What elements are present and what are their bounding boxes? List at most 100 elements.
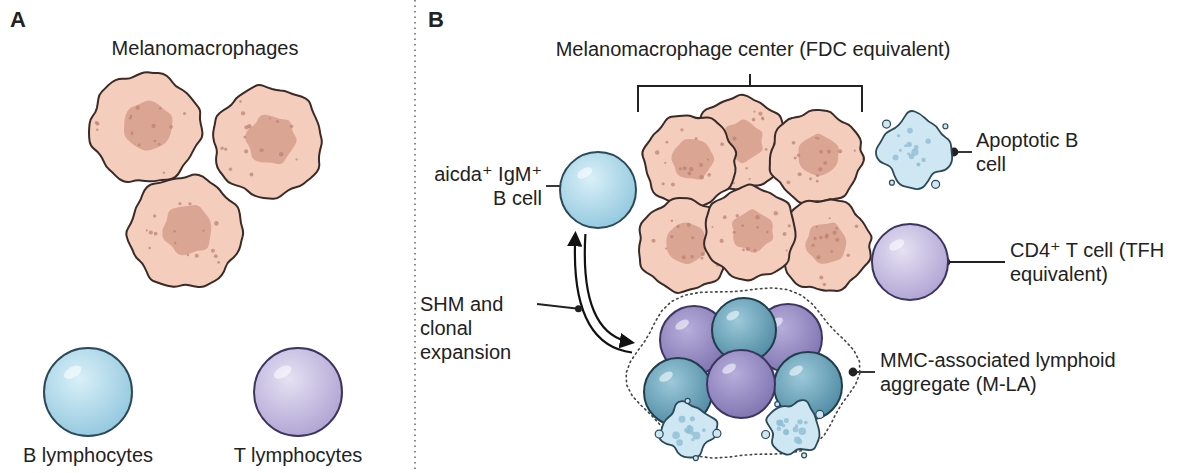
granule [183,112,186,115]
fragment [762,430,770,438]
melanomacrophage-cells [89,72,322,287]
granule [131,133,134,136]
lymphocyte [560,152,636,228]
lymphocyte-circle: T lymphocytes [252,346,344,438]
granule [187,254,189,256]
speckle [690,416,695,421]
speckle [907,128,913,134]
granule [290,124,294,128]
melanomacrophage [213,85,322,199]
speckle [676,439,683,446]
granule [720,239,724,243]
panel-letter: A [10,8,40,32]
speckle [784,418,789,423]
cell-nucleus [732,209,773,253]
cell-body [89,72,202,182]
speckle [777,426,782,431]
granule [671,219,673,221]
granule [825,235,829,239]
lymphocyte-circle: B lymphocytes [42,346,134,438]
granule [823,283,827,287]
granule [833,231,837,235]
granule [816,174,819,177]
cell-nucleus [798,134,838,176]
cell-body [766,400,819,455]
cell-body [642,116,736,209]
speckle [794,436,801,443]
granule [691,236,694,239]
cell-label: B lymphocytes [0,443,179,467]
granule [809,177,812,180]
granule [269,117,271,119]
cell-body [213,85,322,199]
granule [158,143,161,146]
node-shape [626,282,860,464]
speckle [921,158,925,162]
lymphocyte [254,348,342,436]
granule [214,254,218,258]
highlight [674,317,691,332]
node-shape [628,95,878,305]
granule [670,235,673,238]
granule [243,136,246,139]
granule [752,118,756,122]
granule [96,122,100,126]
granule [149,230,153,234]
granule [827,150,831,154]
cell-nucleus [124,101,173,151]
cell-body [560,152,636,228]
fragment [889,180,894,185]
lymphocyte [707,350,775,418]
cell-body [44,348,132,436]
fragment [655,430,663,438]
apoptotic-cell: Apoptotic B cell [872,108,958,194]
lymphocyte [872,224,948,300]
granule [818,167,822,171]
speckle [899,149,902,152]
speckle [907,142,912,147]
granule [679,167,682,170]
granule [665,247,667,249]
cell-label: CD4⁺ T cell (TFH equivalent) [1010,238,1190,286]
granule [819,236,823,240]
highlight [658,369,675,384]
cell-nucleus [805,223,846,264]
melanomacrophage [770,110,864,203]
arrow-line [585,234,632,343]
cell-nucleus [666,223,706,264]
granule [214,221,219,226]
granule [711,226,713,228]
fragment [943,124,948,129]
leader-line [537,304,578,309]
granule [756,226,759,229]
granule [786,250,788,252]
arrow-line [575,234,632,353]
node-shape [42,346,134,438]
speckle [914,145,919,150]
granule [736,214,739,217]
granule [163,172,165,174]
granule [823,161,827,165]
cell-body [770,110,864,203]
granule [798,172,802,176]
highlight [272,363,294,382]
aggregate-outline [626,288,860,458]
granule [765,148,768,151]
cell-body [254,348,342,436]
granule [786,180,790,184]
speckle [672,432,680,440]
speckle [688,426,693,431]
granule [819,276,823,280]
granule [783,232,787,236]
granule [746,247,750,251]
cell-nucleus [162,205,211,255]
granule [816,226,818,228]
cell-label: T lymphocytes [207,443,389,467]
fragment [693,456,698,461]
granule [154,140,157,143]
granule [854,150,856,152]
highlight [788,363,805,378]
granule [816,255,820,259]
